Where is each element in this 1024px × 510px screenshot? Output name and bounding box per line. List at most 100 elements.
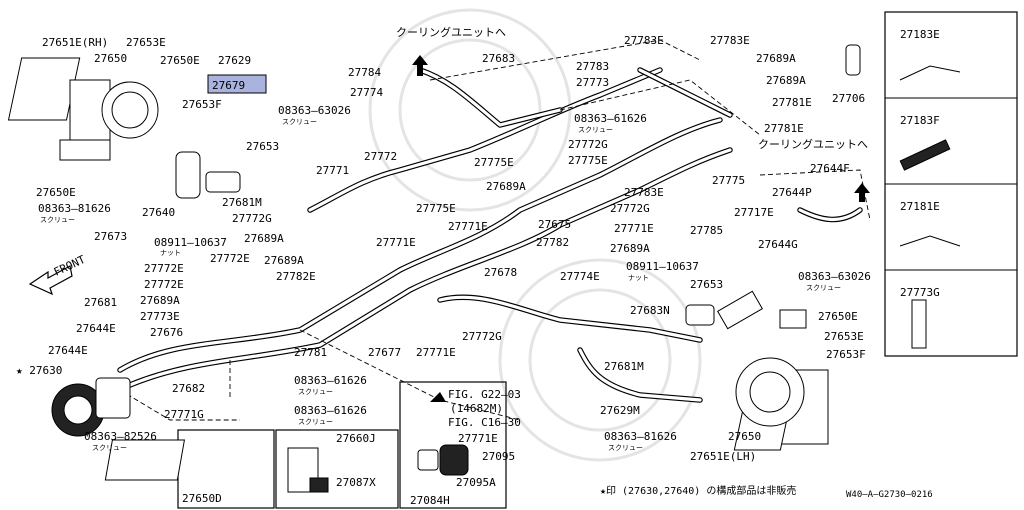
part-label[interactable]: 27689A — [610, 242, 650, 255]
part-label[interactable]: 27772E — [210, 252, 250, 265]
part-label[interactable]: 27644P — [772, 186, 812, 199]
part-label[interactable]: 27775E — [474, 156, 514, 169]
part-label[interactable]: 27682 — [172, 382, 205, 395]
part-label[interactable]: 27772G — [568, 138, 608, 151]
part-label[interactable]: 27782 — [536, 236, 569, 249]
part-label[interactable]: 27629M — [600, 404, 640, 417]
part-label[interactable]: 27783 — [576, 60, 609, 73]
part-label[interactable]: 27644G — [758, 238, 798, 251]
part-label[interactable]: 27653 — [246, 140, 279, 153]
part-label[interactable]: 27774 — [350, 86, 383, 99]
part-label[interactable]: 27717E — [734, 206, 774, 219]
part-label[interactable]: 27650 — [94, 52, 127, 65]
part-label[interactable]: 27775 — [712, 174, 745, 187]
part-label[interactable]: 27644F — [810, 162, 850, 175]
part-label[interactable]: 27775E — [568, 154, 608, 167]
part-label[interactable]: 27782E — [276, 270, 316, 283]
part-label[interactable]: 27771G — [164, 408, 204, 421]
part-label[interactable]: 27673 — [94, 230, 127, 243]
part-label[interactable]: 27772G — [462, 330, 502, 343]
part-label[interactable]: 27677 — [368, 346, 401, 359]
part-label[interactable]: 27771E — [448, 220, 488, 233]
part-label[interactable]: 27681M — [222, 196, 262, 209]
highlighted-part-27679[interactable]: 27679 — [207, 74, 267, 94]
part-label[interactable]: 08911–10637 — [154, 236, 227, 249]
part-label[interactable]: 27774E — [560, 270, 600, 283]
part-label[interactable]: 27689A — [766, 74, 806, 87]
part-label[interactable]: 27653E — [126, 36, 166, 49]
part-label[interactable]: 27773G — [900, 286, 940, 299]
part-label[interactable]: 27650 — [728, 430, 761, 443]
part-label[interactable]: 08911–10637 — [626, 260, 699, 273]
part-label[interactable]: 08363–61626 — [294, 374, 367, 387]
part-label[interactable]: 27095A — [456, 476, 496, 489]
part-label[interactable]: 27183F — [900, 114, 940, 127]
part-label[interactable]: 08363–81626 — [38, 202, 111, 215]
part-label[interactable]: 27772E — [144, 262, 184, 275]
part-label[interactable]: 27783E — [624, 186, 664, 199]
part-label[interactable]: 27681M — [604, 360, 644, 373]
part-label[interactable]: 27689A — [486, 180, 526, 193]
fig-reference[interactable]: FIG. C16–30 — [448, 416, 521, 429]
part-label[interactable]: 27689A — [756, 52, 796, 65]
part-label[interactable]: 27771E — [416, 346, 456, 359]
part-label[interactable]: 27087X — [336, 476, 376, 489]
part-label[interactable]: 27773 — [576, 76, 609, 89]
part-label[interactable]: 27675 — [538, 218, 571, 231]
part-label[interactable]: 27771E — [376, 236, 416, 249]
part-label[interactable]: 27653F — [182, 98, 222, 111]
part-label[interactable]: 27781E — [764, 122, 804, 135]
part-label[interactable]: 27689A — [244, 232, 284, 245]
part-label[interactable]: 27181E — [900, 200, 940, 213]
part-label[interactable]: 27650E — [818, 310, 858, 323]
part-label[interactable]: 27772G — [232, 212, 272, 225]
part-label[interactable]: 27676 — [150, 326, 183, 339]
part-label[interactable]: 27771E — [614, 222, 654, 235]
part-label[interactable]: 27772 — [364, 150, 397, 163]
part-label[interactable]: 27653E — [824, 330, 864, 343]
fig-reference[interactable]: FIG. G22–03 — [448, 388, 521, 401]
part-label[interactable]: 27651E(RH) — [42, 36, 108, 49]
part-label[interactable]: 27653 — [690, 278, 723, 291]
part-label[interactable]: 27706 — [832, 92, 865, 105]
part-label[interactable]: 27183E — [900, 28, 940, 41]
part-label[interactable]: 27660J — [336, 432, 376, 445]
part-label[interactable]: 27772E — [144, 278, 184, 291]
part-label[interactable]: 27678 — [484, 266, 517, 279]
part-label[interactable]: 27681 — [84, 296, 117, 309]
part-label[interactable]: 27772G — [610, 202, 650, 215]
part-label[interactable]: 27771 — [316, 164, 349, 177]
part-label[interactable]: 27683N — [630, 304, 670, 317]
part-label[interactable]: 27781 — [294, 346, 327, 359]
part-label[interactable]: 27644E — [76, 322, 116, 335]
part-label[interactable]: 27640 — [142, 206, 175, 219]
part-label[interactable]: 27653F — [826, 348, 866, 361]
part-label[interactable]: 27781E — [772, 96, 812, 109]
part-label[interactable]: 27683 — [482, 52, 515, 65]
part-label[interactable]: 27689A — [140, 294, 180, 307]
part-label[interactable]: 27689A — [264, 254, 304, 267]
part-label[interactable]: 27783E — [624, 34, 664, 47]
part-label[interactable]: 27095 — [482, 450, 515, 463]
part-label[interactable]: 08363–63026 — [798, 270, 871, 283]
part-label[interactable]: 27783E — [710, 34, 750, 47]
part-label[interactable]: 08363–61626 — [574, 112, 647, 125]
part-label[interactable]: 27629 — [218, 54, 251, 67]
part-label[interactable]: 27651E(LH) — [690, 450, 756, 463]
part-label[interactable]: 08363–81626 — [604, 430, 677, 443]
part-label[interactable]: 27084H — [410, 494, 450, 507]
part-label[interactable]: 27650E — [36, 186, 76, 199]
part-label[interactable]: 27650D — [182, 492, 222, 505]
part-label[interactable]: 27644E — [48, 344, 88, 357]
part-label[interactable]: 08363–82526 — [84, 430, 157, 443]
part-label[interactable]: 27650E — [160, 54, 200, 67]
part-label[interactable]: 27784 — [348, 66, 381, 79]
part-label[interactable]: 27775E — [416, 202, 456, 215]
part-label[interactable]: 08363–63026 — [278, 104, 351, 117]
part-label[interactable]: ★ 27630 — [16, 364, 62, 377]
part-label[interactable]: 27771E — [458, 432, 498, 445]
part-label[interactable]: 27785 — [690, 224, 723, 237]
part-label[interactable]: 08363–61626 — [294, 404, 367, 417]
part-label-27679[interactable]: 27679 — [212, 79, 245, 92]
part-label[interactable]: 27773E — [140, 310, 180, 323]
